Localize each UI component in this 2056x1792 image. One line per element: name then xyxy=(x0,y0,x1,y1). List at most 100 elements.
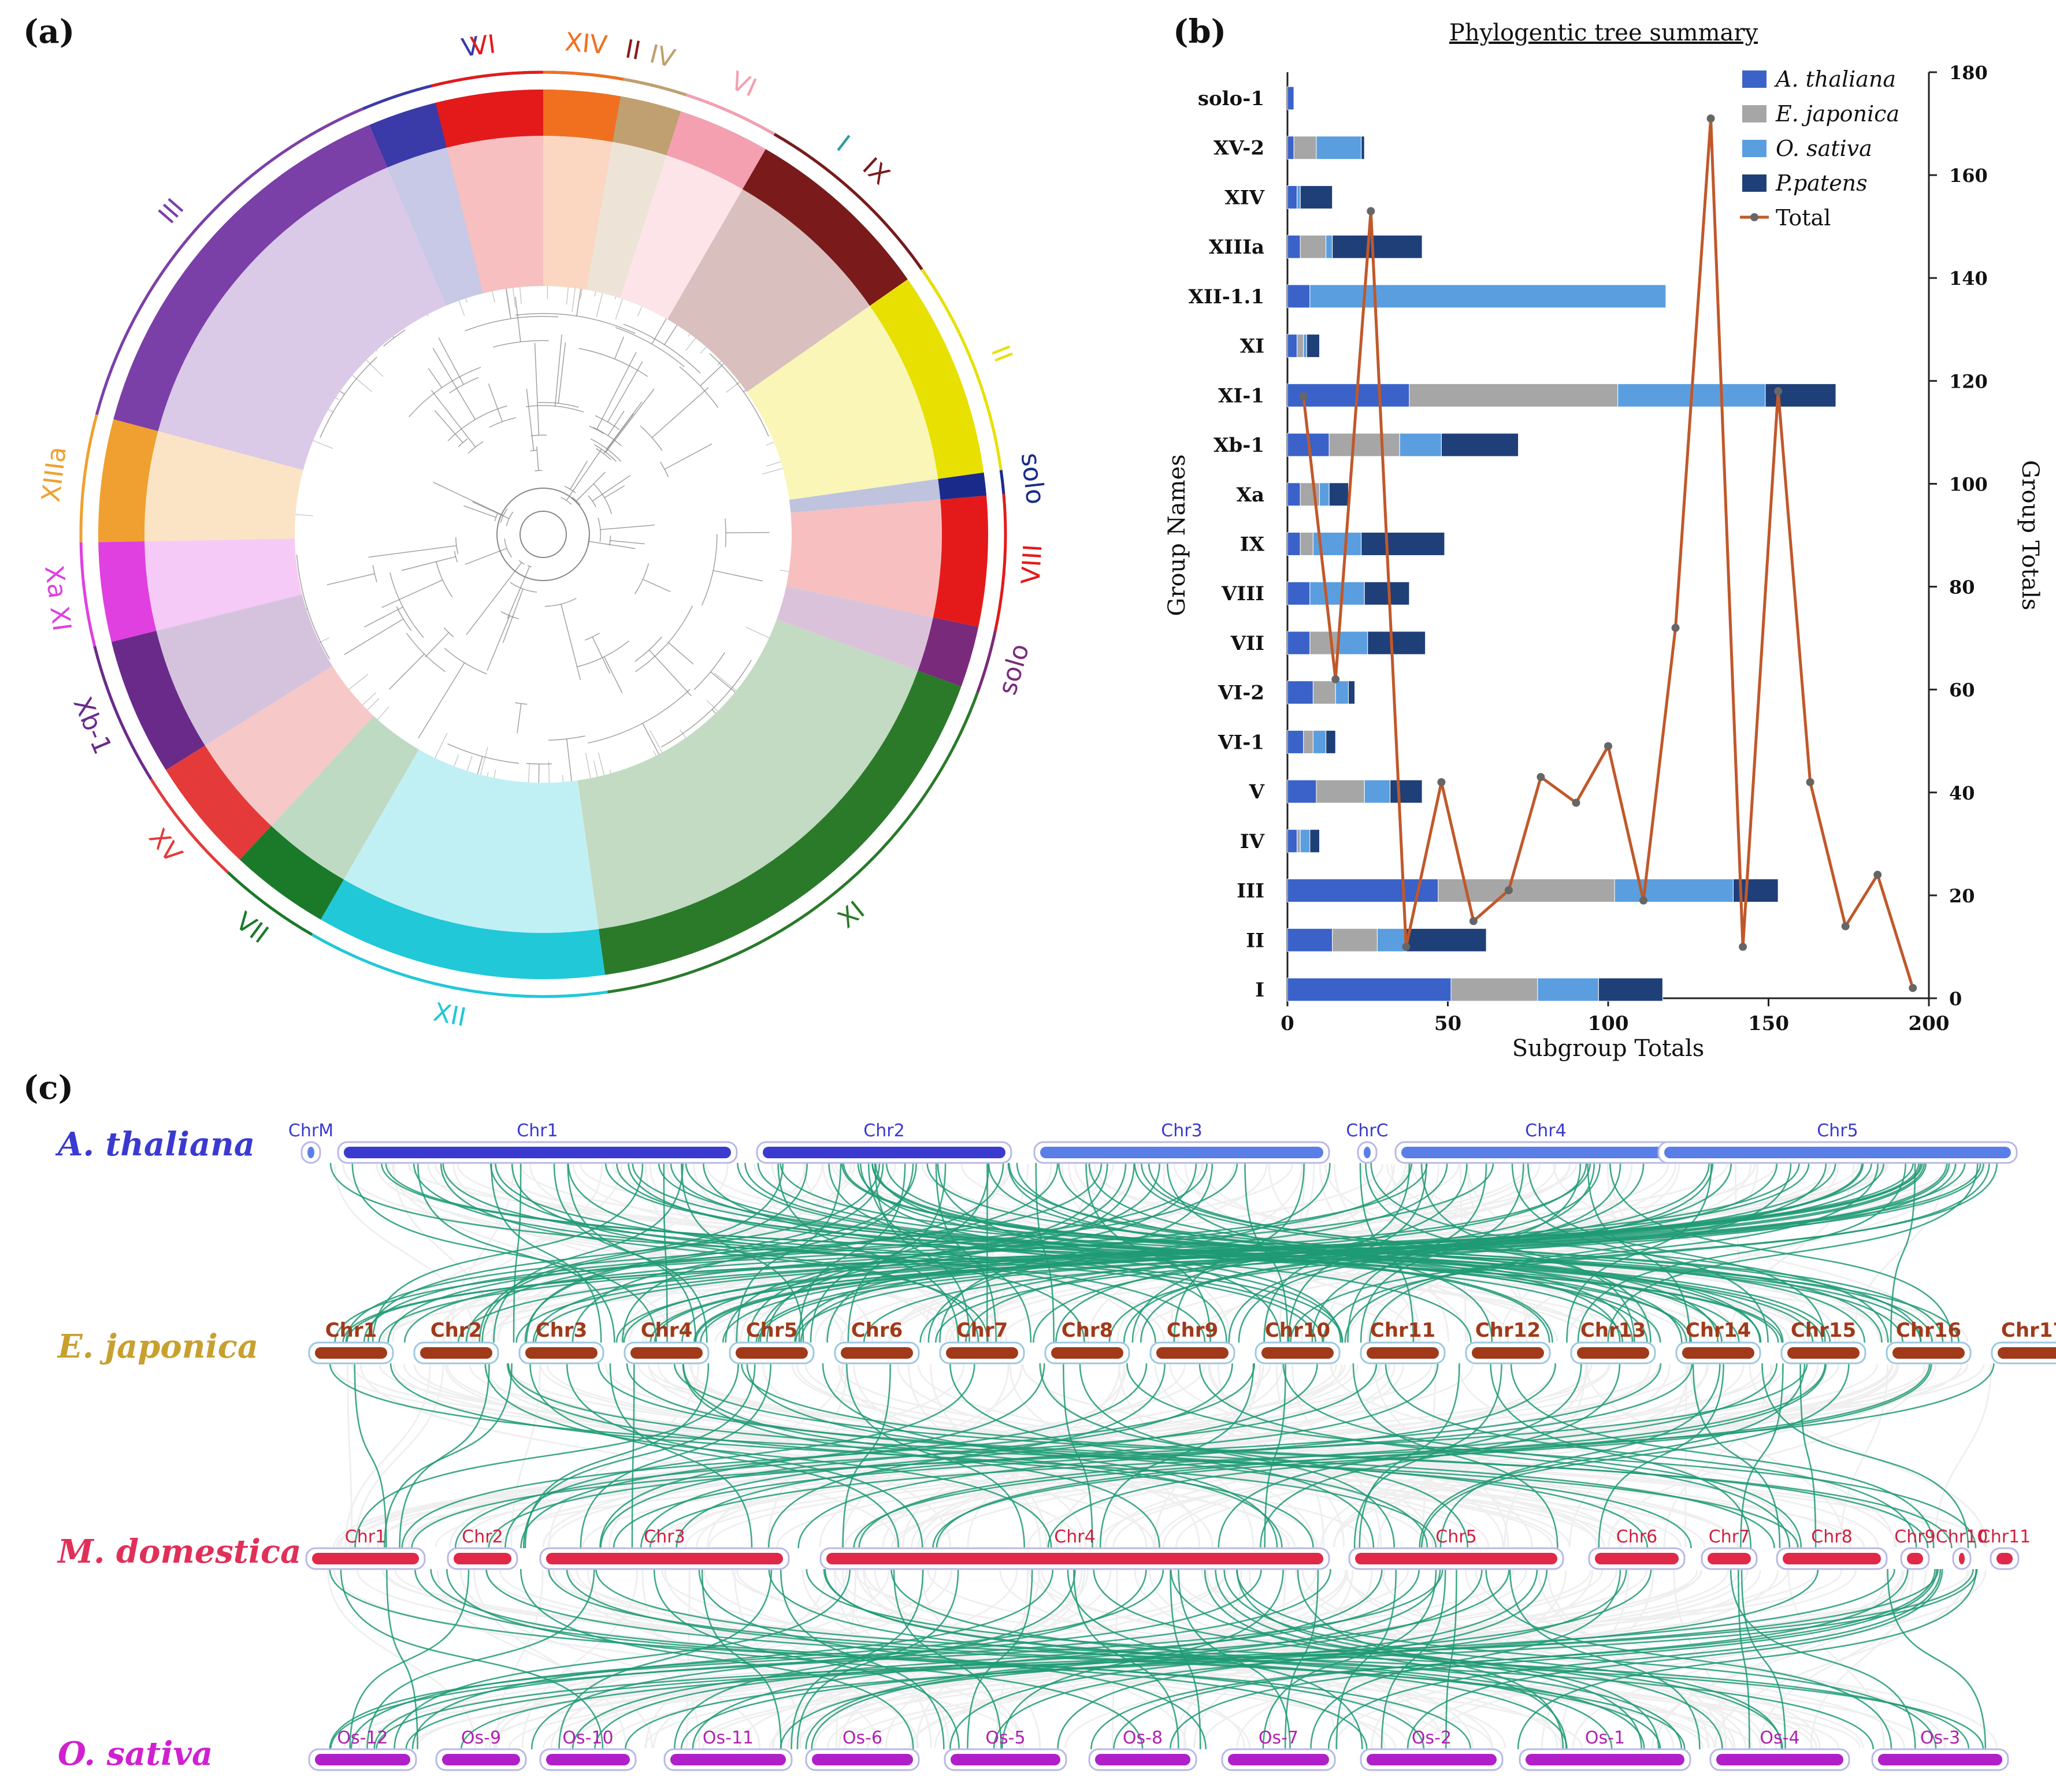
bar-segment xyxy=(1441,433,1519,457)
y2-axis-label: Group Totals xyxy=(2017,460,2043,610)
bar-segment xyxy=(1309,829,1320,853)
chromosome xyxy=(1682,1347,1754,1359)
clade-arc xyxy=(543,70,624,81)
y2-tick-label: 100 xyxy=(1949,473,1988,495)
bar-segment xyxy=(1376,928,1406,952)
chromosome xyxy=(1261,1347,1334,1359)
chromosome-label: Chr1 xyxy=(325,1319,377,1342)
clade-shade xyxy=(577,619,918,930)
total-point xyxy=(1909,984,1917,992)
clade-band xyxy=(239,826,344,920)
chromosome-label: Chr4 xyxy=(1054,1527,1095,1547)
clade-band xyxy=(612,96,681,155)
chromosome-label: Chr15 xyxy=(1791,1319,1856,1342)
legend-label: O. sativa xyxy=(1776,136,1872,161)
chromosome xyxy=(1156,1347,1229,1359)
chromosome-label: Chr2 xyxy=(863,1121,904,1141)
clade-arc xyxy=(95,107,363,415)
total-point xyxy=(1402,942,1411,951)
bar-segment xyxy=(1405,928,1487,952)
chromosome-label: Os-1 xyxy=(1585,1728,1625,1748)
legend-swatch xyxy=(1742,140,1766,157)
category-label: VIII xyxy=(1221,582,1264,605)
bar-segment xyxy=(1306,334,1320,358)
category-label: VI-1 xyxy=(1218,731,1264,754)
chromosome-label: Chr2 xyxy=(462,1527,503,1547)
clade-band xyxy=(666,111,766,189)
chromosome xyxy=(1051,1347,1123,1359)
clade-shade xyxy=(144,538,302,631)
total-point xyxy=(1537,773,1545,782)
total-point xyxy=(1331,675,1340,683)
clade-arc xyxy=(227,871,313,936)
chromosome xyxy=(1716,1754,1843,1765)
bar-segment xyxy=(1287,977,1452,1002)
total-point xyxy=(1739,942,1747,951)
clade-shade xyxy=(619,155,743,319)
chromosome xyxy=(1878,1754,2002,1765)
clade-arc xyxy=(976,630,997,693)
panel-c-label: (c) xyxy=(23,1069,74,1107)
clade-shade xyxy=(747,306,938,500)
clade-band xyxy=(743,149,908,306)
bar-segment xyxy=(1316,136,1362,160)
legend-label: E. japonica xyxy=(1775,101,1899,127)
clade-shade xyxy=(271,716,419,880)
syntenic-links xyxy=(329,1162,1998,1750)
chromosome xyxy=(1095,1754,1190,1765)
clade-band xyxy=(870,279,984,479)
chromosome-label: Os-8 xyxy=(1123,1728,1163,1748)
chromosome xyxy=(546,1553,783,1564)
chromosome xyxy=(1998,1347,2056,1359)
legend-label: A. thaliana xyxy=(1774,66,1896,92)
clade-shade xyxy=(144,431,303,542)
chromosome-label: Os-9 xyxy=(461,1728,501,1748)
legend-swatch xyxy=(1742,105,1766,122)
bar-segment xyxy=(1312,681,1336,705)
bar-segment xyxy=(1309,284,1667,308)
chromosome xyxy=(826,1553,1323,1564)
chromosome xyxy=(1577,1347,1649,1359)
total-point xyxy=(1604,742,1612,750)
chromosome xyxy=(307,1147,314,1158)
chromosome xyxy=(454,1553,511,1564)
total-point xyxy=(1299,392,1308,401)
clade-label: V xyxy=(459,31,481,63)
chromosome xyxy=(736,1347,808,1359)
chromosome xyxy=(1996,1553,2013,1564)
x-tick-label: 0 xyxy=(1281,1012,1294,1035)
chromosome-label: Chr3 xyxy=(536,1319,588,1342)
chromosome-label: ChrC xyxy=(1346,1121,1388,1141)
y2-tick-label: 60 xyxy=(1949,679,1975,701)
clade-shade xyxy=(447,136,543,293)
chromosome-label: Chr6 xyxy=(851,1319,903,1342)
chromosome xyxy=(315,1754,410,1765)
panel-a-label: (a) xyxy=(23,13,75,51)
total-point xyxy=(1572,798,1580,807)
clade-shade xyxy=(543,136,613,290)
category-label: III xyxy=(1237,880,1264,903)
clade-arc xyxy=(921,268,1003,471)
chromosome-label: Chr1 xyxy=(345,1527,386,1547)
chromosome-label: Chr2 xyxy=(431,1319,483,1342)
chromosome-label: Os-11 xyxy=(703,1728,754,1748)
chromosome xyxy=(1526,1754,1684,1765)
species-label: E. japonica xyxy=(57,1328,258,1366)
chromosome-label: Chr14 xyxy=(1686,1319,1751,1342)
chromosome xyxy=(1367,1754,1497,1765)
category-label: XI xyxy=(1240,335,1264,358)
chromosome-label: Os-7 xyxy=(1259,1728,1298,1748)
chromosome xyxy=(315,1347,387,1359)
clade-arc xyxy=(623,77,686,96)
category-label: VI-2 xyxy=(1218,682,1264,705)
chromosome xyxy=(1355,1553,1557,1564)
legend-swatch xyxy=(1742,174,1766,192)
bar-segment xyxy=(1361,532,1445,556)
bar-segment xyxy=(1409,383,1619,407)
legend-label: Total xyxy=(1776,205,1831,230)
chromosome xyxy=(841,1347,913,1359)
clade-shade xyxy=(344,749,599,933)
x-tick-label: 100 xyxy=(1588,1012,1629,1035)
